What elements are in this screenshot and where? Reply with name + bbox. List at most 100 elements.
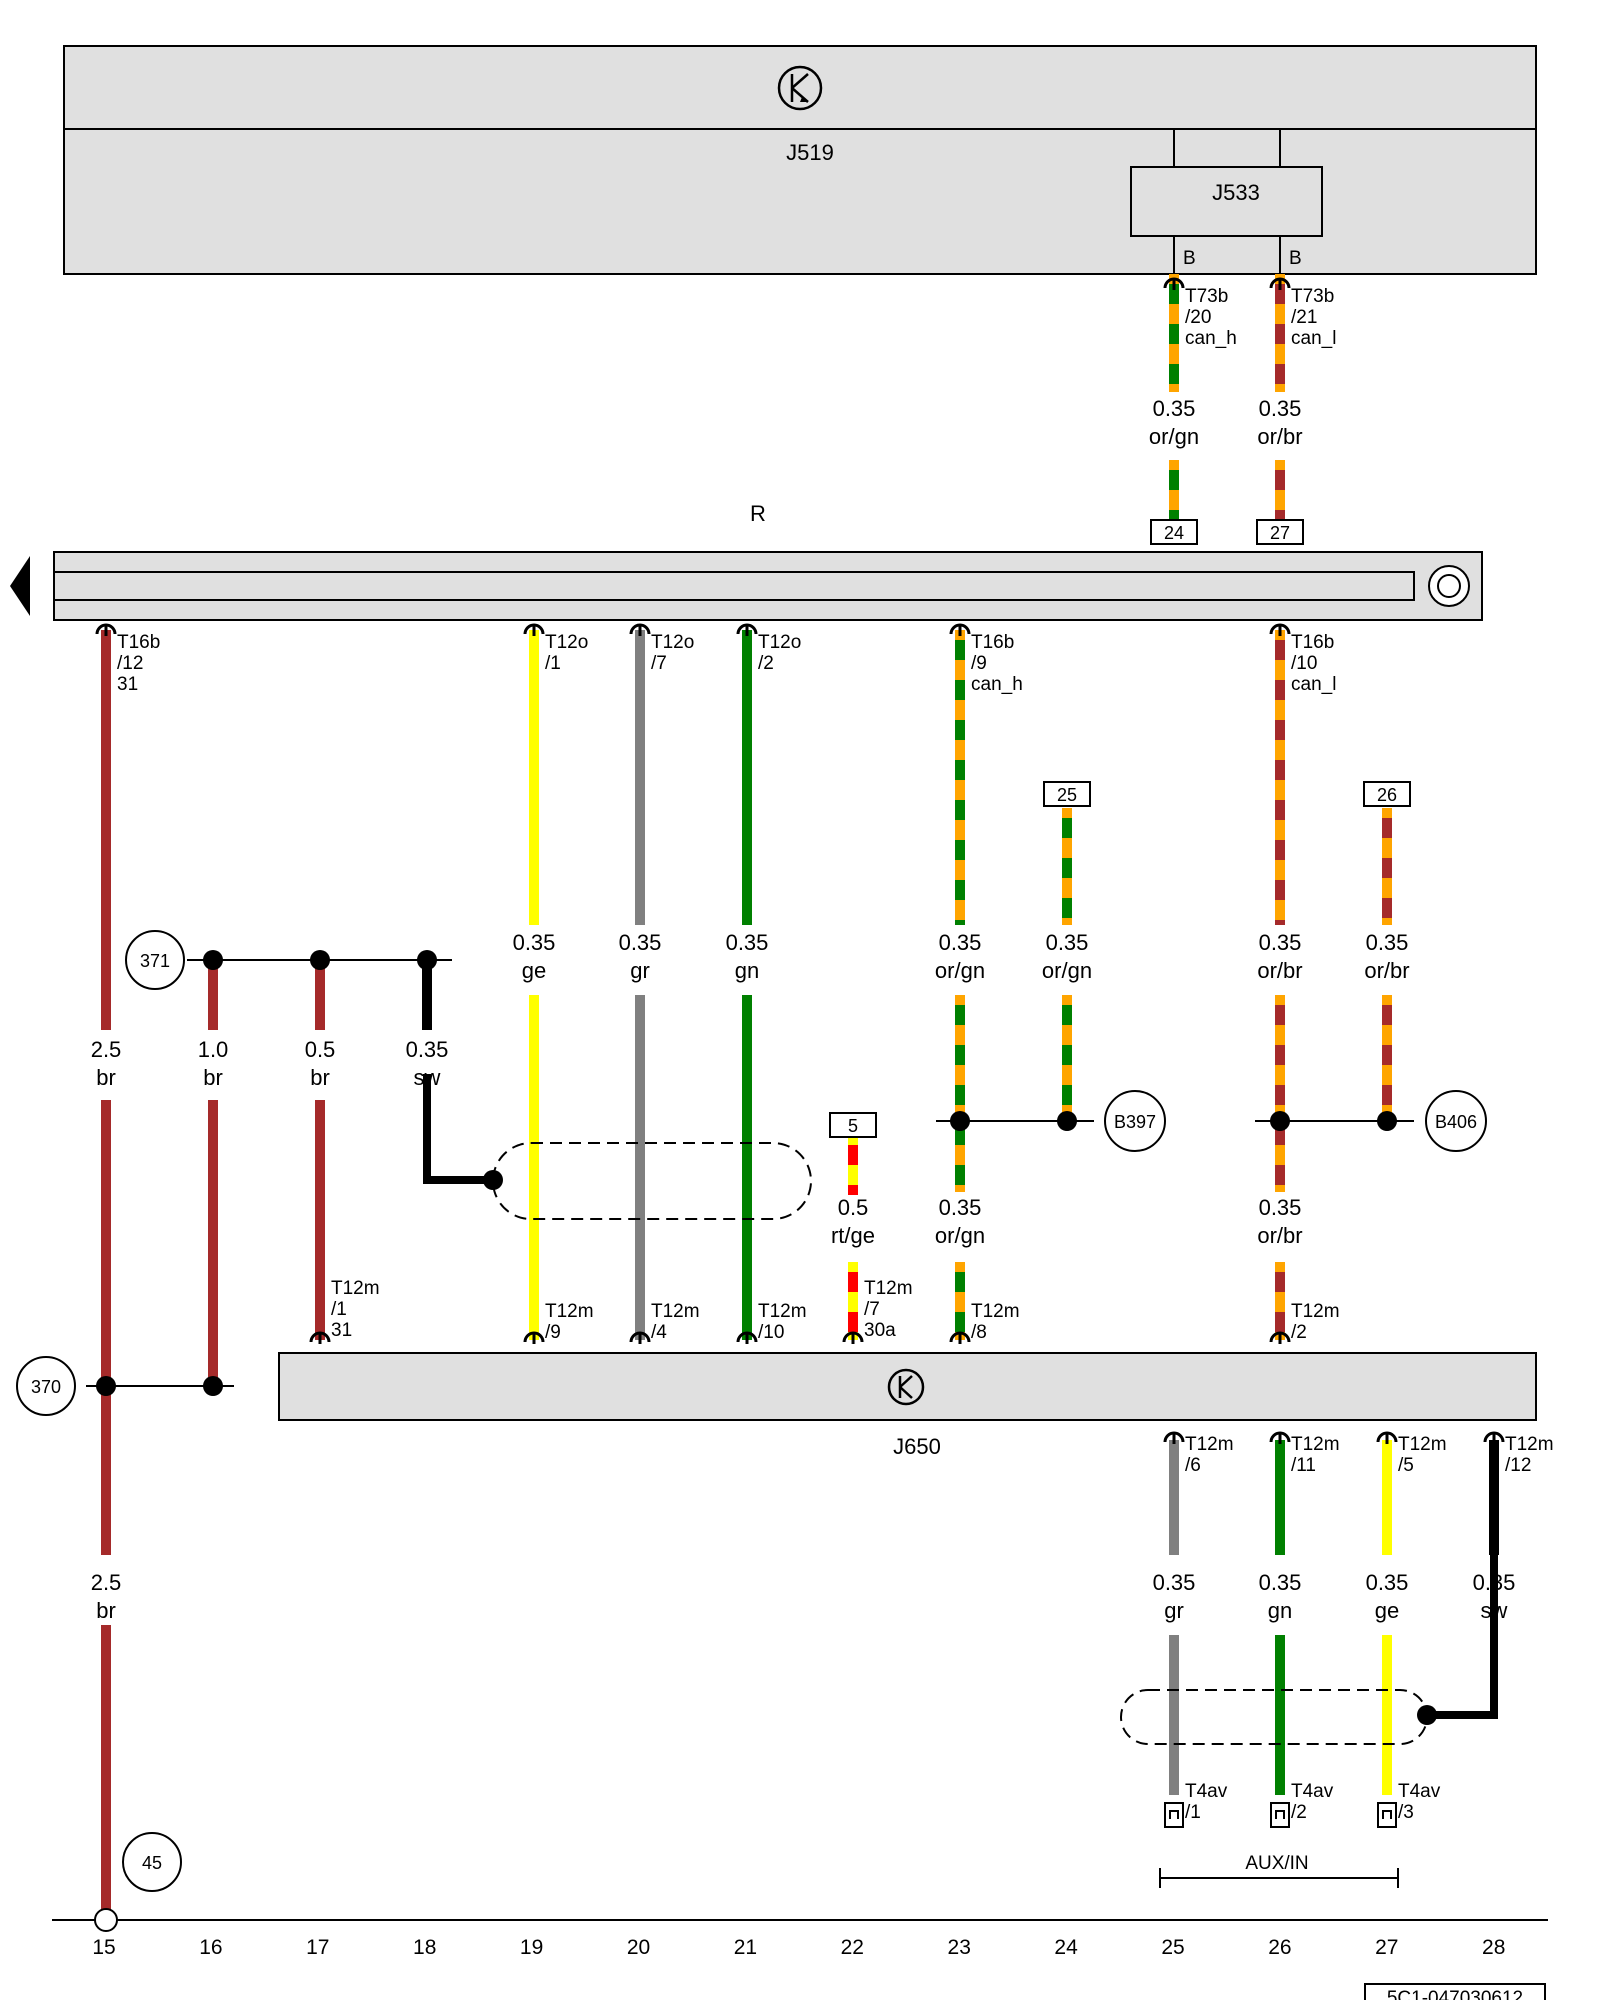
pin-text: 30a — [864, 1320, 896, 1341]
wire-label-w18: 0.35 sw — [406, 1037, 449, 1090]
pin-text: T16b — [117, 632, 160, 653]
pin-text: 31 — [331, 1320, 352, 1341]
splice-dot — [96, 1376, 116, 1396]
wire-size: 0.35 — [406, 1037, 449, 1062]
node-text: B397 — [1114, 1112, 1156, 1132]
node-text: 371 — [140, 951, 170, 971]
wire-size: 0.35 — [939, 930, 982, 955]
pin-aux-t4av-1: T4av/1 — [1164, 1781, 1228, 1828]
pin-aux-t4av-2: T4av/2 — [1270, 1781, 1334, 1828]
wire-color: or/br — [1257, 1223, 1302, 1248]
pin-text: T4av — [1291, 1781, 1334, 1802]
pin-text: T12m — [971, 1301, 1020, 1322]
wire-size: 0.35 — [513, 930, 556, 955]
ref-number: 5 — [848, 1116, 858, 1136]
j533-pin-b-left: B — [1183, 248, 1196, 269]
splice-dot — [1417, 1705, 1437, 1725]
column-number: 19 — [520, 1936, 543, 1959]
wire-size: 0.35 — [1046, 930, 1089, 955]
column-number: 18 — [413, 1936, 436, 1959]
j519-ecu-icon — [777, 65, 823, 111]
j519-label: J519 — [786, 140, 834, 165]
wire-label-w27: 0.35 or/br — [1364, 930, 1409, 983]
ref-number: 24 — [1164, 523, 1184, 543]
pin-j650-t12m-6: T12m/6 — [1163, 1431, 1234, 1476]
wire-size: 0.35 — [1366, 1570, 1409, 1595]
pin-text: /6 — [1185, 1455, 1201, 1476]
pin-text: can_h — [1185, 328, 1237, 349]
wire-size: 2.5 — [91, 1037, 122, 1062]
column-number: 20 — [627, 1936, 650, 1959]
shield-upper-ground-wire — [423, 1074, 493, 1184]
pin-text: /1 — [545, 653, 561, 674]
column-number: 21 — [734, 1936, 757, 1959]
wire-color: ge — [522, 958, 546, 983]
pin-text: /9 — [545, 1322, 561, 1343]
pin-text: /2 — [758, 653, 774, 674]
column-number: 17 — [306, 1936, 329, 1959]
pin-text: /1 — [1185, 1802, 1201, 1823]
column-number: 26 — [1268, 1936, 1291, 1959]
pin-text: /9 — [971, 653, 987, 674]
wire-size: 0.35 — [1259, 930, 1302, 955]
j650-label: J650 — [893, 1434, 941, 1459]
wire-size: 1.0 — [198, 1037, 229, 1062]
pin-text: T12o — [545, 632, 588, 653]
pin-j650-t12m-1: T12m/131 — [309, 1278, 380, 1344]
ground-point — [94, 1908, 118, 1932]
ref-number: 26 — [1377, 785, 1397, 805]
wire-size: 0.35 — [939, 1195, 982, 1220]
ref-number: 27 — [1270, 523, 1290, 543]
pin-text: T12m — [545, 1301, 594, 1322]
r-label: R — [750, 501, 766, 526]
wire-size: 0.35 — [1366, 930, 1409, 955]
pin-text: T16b — [1291, 632, 1334, 653]
wire-color: br — [203, 1065, 223, 1090]
wire-color: ge — [1375, 1598, 1399, 1623]
ref-box24: 24 — [1150, 519, 1198, 545]
pin-text: T73b — [1291, 286, 1334, 307]
pin-text: /20 — [1185, 307, 1211, 328]
column-number: 22 — [841, 1936, 864, 1959]
pin-text: T12o — [651, 632, 694, 653]
pin-text: /1 — [331, 1299, 347, 1320]
column-number: 27 — [1375, 1936, 1398, 1959]
pin-text: /11 — [1291, 1455, 1316, 1476]
wire-color: rt/ge — [831, 1223, 875, 1248]
column-number: 24 — [1054, 1936, 1078, 1959]
pin-text: T12m — [331, 1278, 380, 1299]
wire-label-w15_b: 2.5br — [91, 1570, 122, 1623]
labels-layer: 0.35or/gn0.35or/br2.5br2.5br1.0br0.5br0.… — [91, 396, 1516, 1623]
wire-label-w19: 0.35 ge — [513, 930, 556, 983]
wire-color: sw — [414, 1065, 441, 1090]
wire-color: or/br — [1364, 958, 1409, 983]
pin-text: /8 — [971, 1322, 987, 1343]
pin-j650-t12m-12: T12m/12 — [1483, 1431, 1554, 1476]
node-text: B406 — [1435, 1112, 1477, 1132]
pin-text: T12m — [1505, 1434, 1554, 1455]
node-text: 45 — [142, 1853, 162, 1873]
pin-text: T12o — [758, 632, 801, 653]
ground-terminal-icon — [1428, 565, 1470, 607]
splice-dot — [1377, 1111, 1397, 1131]
pin-text: /12 — [1505, 1455, 1531, 1476]
splice-dot — [1270, 1111, 1290, 1131]
pin-text: T12m — [651, 1301, 700, 1322]
pin-text: /5 — [1398, 1455, 1414, 1476]
footer-code-box: 5C1-047030612 — [1364, 1983, 1546, 2000]
wire-color: or/gn — [935, 958, 985, 983]
wires-layer — [101, 274, 1499, 1910]
pin-text: /7 — [651, 653, 667, 674]
splice-dot — [203, 1376, 223, 1396]
pin-text: /2 — [1291, 1802, 1307, 1823]
pin-text: /4 — [651, 1322, 667, 1343]
pin-r-t12o-1: T12o/1 — [523, 623, 588, 674]
